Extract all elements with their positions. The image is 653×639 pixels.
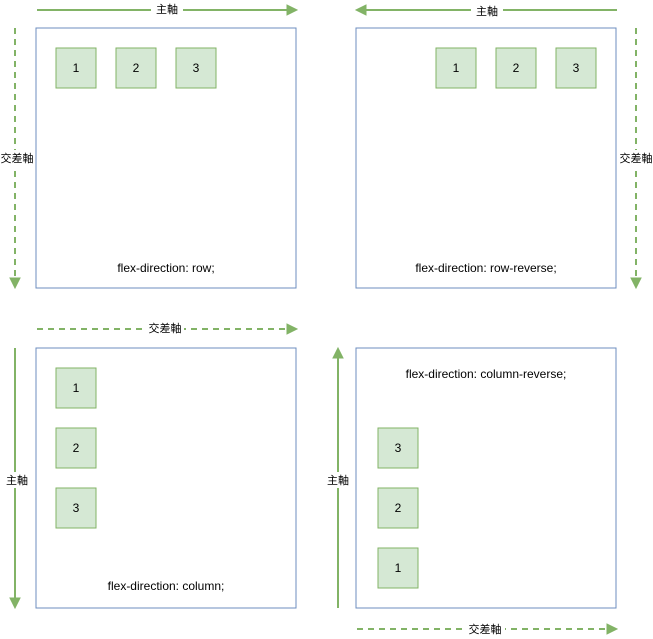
flex-item-label: 2 <box>513 61 520 75</box>
main-axis-label: 主軸 <box>476 4 498 18</box>
flex-item-label: 1 <box>73 61 80 75</box>
flex-item: 2 <box>377 487 419 529</box>
flex-item: 1 <box>55 367 97 409</box>
arrow-head-down <box>630 277 642 290</box>
panel-caption: flex-direction: row; <box>117 261 214 275</box>
arrow-head-left <box>354 4 367 16</box>
flex-item-label: 1 <box>73 381 80 395</box>
panel-column: 交差軸 主軸 1 2 3 flex-direction: column; <box>2 320 299 610</box>
flex-item-label: 3 <box>193 61 200 75</box>
flex-item-label: 3 <box>73 501 80 515</box>
flex-item: 2 <box>55 427 97 469</box>
flex-item: 3 <box>175 47 217 89</box>
flex-item-label: 3 <box>573 61 580 75</box>
cross-axis-label: 交差軸 <box>149 321 182 335</box>
flex-item: 1 <box>435 47 477 89</box>
flex-item: 2 <box>115 47 157 89</box>
arrow-head-right <box>606 623 619 635</box>
arrow-head-down <box>9 597 21 610</box>
arrow-head-right <box>286 323 299 335</box>
flex-item: 1 <box>55 47 97 89</box>
cross-axis-arrow: 交差軸 <box>37 320 299 336</box>
flex-item-label: 3 <box>395 441 402 455</box>
flex-item-label: 2 <box>395 501 402 515</box>
main-axis-arrow: 主軸 <box>2 348 32 610</box>
flex-item: 3 <box>55 487 97 529</box>
cross-axis-label: 交差軸 <box>620 151 653 165</box>
flex-item: 3 <box>377 427 419 469</box>
flex-item-label: 1 <box>395 561 402 575</box>
panel-row: 主軸 交差軸 1 2 3 flex-direction: row; <box>0 1 299 290</box>
main-axis-arrow: 主軸 <box>354 3 617 19</box>
main-axis-arrow: 主軸 <box>324 346 354 608</box>
main-axis-arrow: 主軸 <box>37 1 299 17</box>
panel-caption: flex-direction: column-reverse; <box>406 367 567 381</box>
flex-item: 2 <box>495 47 537 89</box>
flex-item: 3 <box>555 47 597 89</box>
flex-item-label: 2 <box>73 441 80 455</box>
panel-caption: flex-direction: column; <box>108 579 225 593</box>
cross-axis-label: 交差軸 <box>1 151 34 165</box>
cross-axis-arrow: 交差軸 <box>619 28 653 290</box>
main-axis-label: 主軸 <box>327 473 349 487</box>
arrow-head-up <box>332 346 344 359</box>
cross-axis-arrow: 交差軸 <box>357 621 619 637</box>
panel-column-reverse: 主軸 交差軸 flex-direction: column-reverse; 3… <box>324 346 619 637</box>
flex-item: 1 <box>377 547 419 589</box>
flex-item-label: 2 <box>133 61 140 75</box>
flex-item-label: 1 <box>453 61 460 75</box>
panel-row-reverse: 主軸 交差軸 1 2 3 flex-direction: row-reverse… <box>354 3 653 290</box>
arrow-head-right <box>286 4 299 16</box>
main-axis-label: 主軸 <box>156 2 178 16</box>
cross-axis-arrow: 交差軸 <box>0 28 36 290</box>
cross-axis-label: 交差軸 <box>469 622 502 636</box>
main-axis-label: 主軸 <box>6 473 28 487</box>
arrow-head-down <box>9 277 21 290</box>
panel-caption: flex-direction: row-reverse; <box>415 261 556 275</box>
